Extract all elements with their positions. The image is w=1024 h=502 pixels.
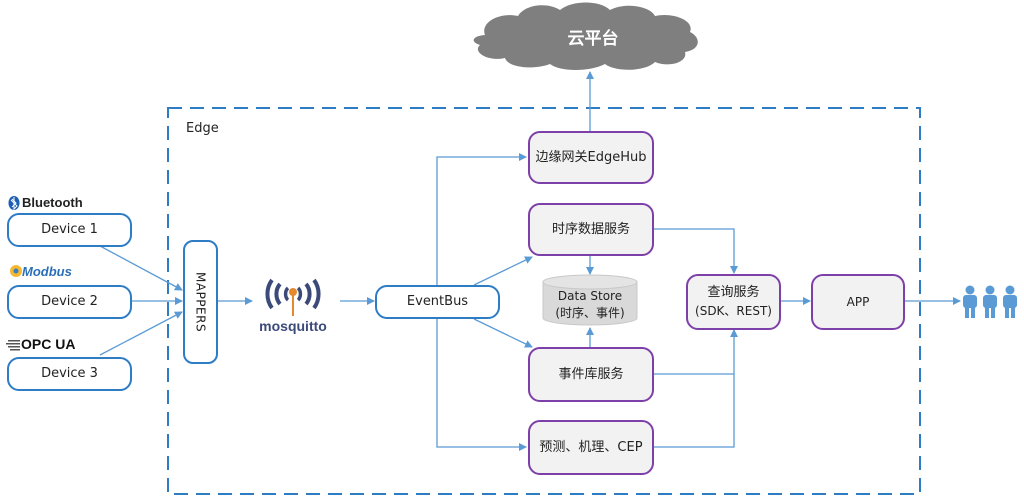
bluetooth-logo: Bluetooth: [22, 195, 83, 210]
eventbus-label: EventBus: [406, 294, 469, 309]
opc-ua-logo: OPC UA: [21, 336, 76, 352]
arrow-device3-mappers: [99, 311, 183, 356]
arrow-eventbus-analytics: [436, 319, 527, 451]
edge-container-label: Edge: [186, 121, 219, 136]
device-3-label: Device 3: [41, 366, 98, 381]
bluetooth-logo-icon: [8, 196, 20, 211]
device-1-label: Device 1: [41, 222, 98, 237]
mosquitto-logo: [265, 278, 321, 316]
timeseries-service-node[interactable]: 时序数据服务: [528, 203, 654, 256]
arrow-device1-mappers: [99, 245, 183, 291]
mosquitto-label: mosquitto: [259, 318, 327, 334]
arrow-analytics-query: [654, 329, 738, 448]
device-1-node[interactable]: Device 1: [7, 213, 132, 247]
opc-ua-logo-icon: [6, 340, 20, 351]
mappers-node[interactable]: MAPPERS: [183, 240, 218, 364]
datastore-node[interactable]: Data Store (时序、事件): [543, 286, 637, 324]
datastore-label-line2: (时序、事件): [555, 306, 625, 320]
device-2-label: Device 2: [41, 294, 98, 309]
arrow-timeseries-query: [654, 228, 738, 274]
device-2-node[interactable]: Device 2: [7, 285, 132, 319]
query-service-node[interactable]: 查询服务 (SDK、REST): [686, 274, 781, 330]
analytics-label: 预测、机理、CEP: [539, 439, 643, 455]
analytics-node[interactable]: 预测、机理、CEP: [528, 420, 654, 475]
query-service-label-line2: (SDK、REST): [695, 304, 772, 318]
modbus-logo-icon: [10, 265, 22, 277]
arrow-eventbus-timeseries: [473, 256, 533, 286]
datastore-label-line1: Data Store: [557, 289, 623, 303]
mappers-label: MAPPERS: [193, 271, 208, 333]
device-3-node[interactable]: Device 3: [7, 357, 132, 391]
eventbus-node[interactable]: EventBus: [375, 285, 500, 319]
query-service-label-line1: 查询服务: [707, 285, 760, 300]
app-label: APP: [846, 295, 870, 309]
datastore-cylinder: [542, 274, 638, 326]
timeseries-service-label: 时序数据服务: [551, 221, 630, 237]
cloud-label: 云平台: [567, 29, 619, 49]
edge-container: [167, 107, 921, 495]
users-icon: [963, 285, 1017, 318]
cloud-icon: [473, 2, 698, 70]
modbus-logo: Modbus: [22, 264, 72, 279]
eventstore-service-node[interactable]: 事件库服务: [528, 347, 654, 402]
app-node[interactable]: APP: [811, 274, 905, 330]
edgehub-node[interactable]: 边缘网关EdgeHub: [528, 131, 654, 184]
eventstore-service-label: 事件库服务: [558, 366, 624, 382]
arrow-eventbus-eventstore: [473, 318, 533, 348]
edgehub-label: 边缘网关EdgeHub: [535, 149, 647, 165]
arrow-eventbus-edgehub: [436, 153, 527, 285]
